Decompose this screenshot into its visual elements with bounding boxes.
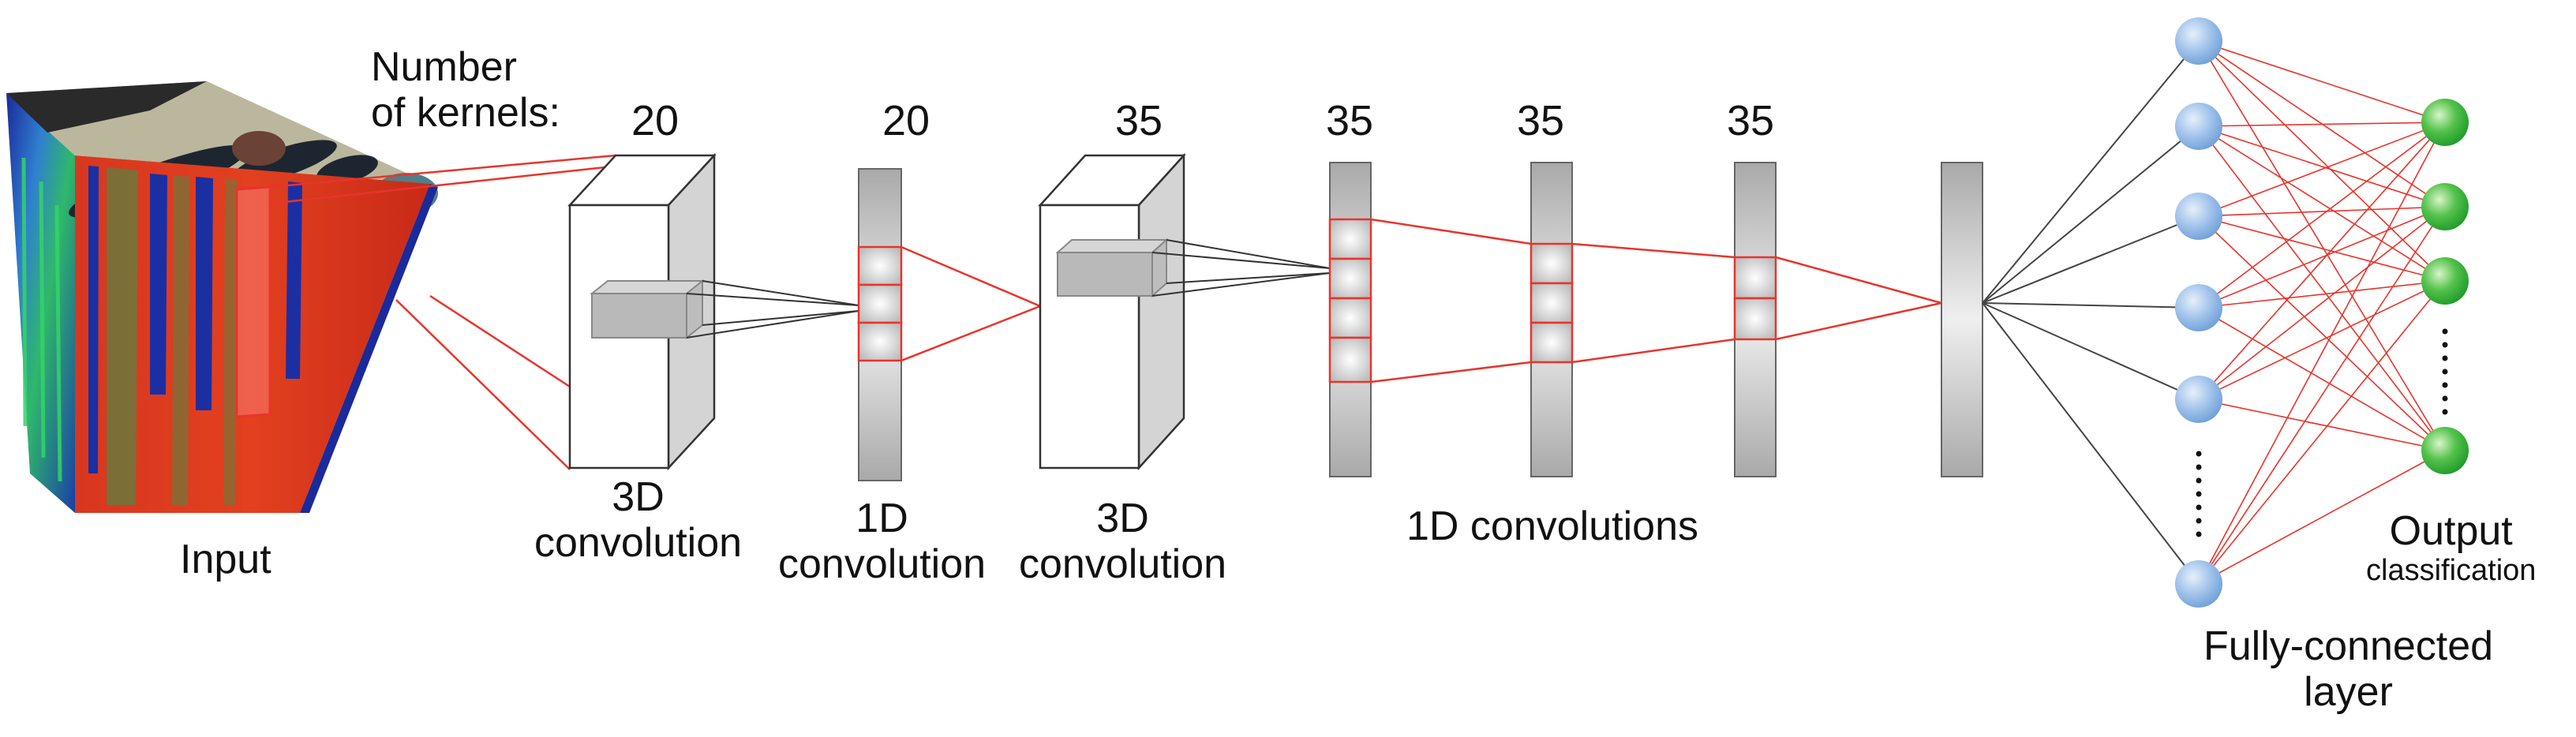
fc-node	[2175, 17, 2222, 65]
cube-top-dark-corner	[6, 81, 207, 133]
cube-top-right-edge	[300, 184, 438, 513]
conv3d-a-to-conv1d-connectors	[686, 280, 859, 339]
output-node	[2421, 99, 2469, 146]
conv3d-b-label-line1: 3D	[1096, 496, 1149, 541]
kernels-label: Number of kernels:	[371, 44, 560, 136]
output-label-line2: classification	[2366, 554, 2537, 588]
fc-node	[2175, 193, 2222, 240]
flatten-layer-bar	[1941, 162, 1983, 477]
output-node	[2421, 427, 2469, 474]
fc-layer-label-line1: Fully-connected	[2203, 623, 2494, 669]
kernel-count-conv1d-2: 35	[1326, 97, 1374, 144]
output-label-line1: Output	[2389, 508, 2513, 554]
input-hyperspectral-cube	[6, 81, 438, 513]
output-node	[2421, 257, 2469, 305]
cube-front-face-bands	[88, 166, 302, 505]
conv1d-bar-2	[1530, 162, 1574, 477]
fc-ellipsis-dots	[2196, 451, 2202, 537]
conv1d-label: 1D convolution	[778, 496, 986, 587]
cube-left-face-stripes	[21, 157, 62, 482]
conv1d-bar-1-to-2-connectors	[1370, 218, 1532, 383]
fc-node	[2175, 103, 2222, 150]
fc-layer-label-line2: layer	[2304, 669, 2393, 716]
conv3d-a-label: 3D convolution	[534, 474, 742, 566]
conv3d-block-b	[1038, 152, 1186, 471]
output-label: Output classification	[2366, 508, 2536, 588]
fc-node	[2175, 284, 2222, 331]
fc-node	[2175, 560, 2222, 608]
fc-node	[2175, 376, 2222, 423]
conv1d-label-line2: convolution	[778, 541, 987, 588]
conv1d-bar-3	[1733, 162, 1777, 477]
output-layer-nodes	[2421, 99, 2469, 474]
conv1d-to-conv3d-b-connectors	[900, 245, 1041, 362]
conv1d-bar-3-to-flatten-connectors	[1775, 256, 1942, 341]
conv1d-group-label: 1D convolutions	[1406, 503, 1698, 549]
flatten-to-fc-connectors	[1982, 40, 2200, 585]
conv3d-b-to-conv1d-connectors	[1151, 239, 1331, 297]
fc-to-output-connectors	[2198, 40, 2446, 585]
input-label: Input	[180, 537, 271, 582]
input-patch-highlight	[235, 185, 271, 418]
fc-layer-nodes	[2175, 17, 2222, 608]
conv3d-a-label-line1: 3D	[612, 474, 665, 520]
kernel-count-conv1d: 20	[882, 97, 930, 144]
conv3d-a-label-line2: convolution	[534, 520, 743, 567]
kernel-count-conv3d-a: 20	[631, 97, 680, 144]
output-ellipsis-dots	[2442, 328, 2448, 415]
conv3d-b-label-line2: convolution	[1019, 541, 1227, 588]
conv1d-label-line1: 1D	[856, 496, 908, 541]
conv1d-bar-2-to-3-connectors	[1571, 242, 1735, 364]
kernels-label-line2: of kernels:	[371, 90, 560, 137]
kernel-count-conv1d-3: 35	[1517, 97, 1565, 144]
output-node	[2421, 183, 2469, 230]
fc-layer-label: Fully-connected layer	[2203, 623, 2493, 715]
conv1d-bar-1	[1328, 162, 1372, 477]
kernel-count-conv3d-b: 35	[1115, 97, 1163, 144]
kernel-count-conv1d-4: 35	[1727, 97, 1775, 144]
kernels-label-line1: Number	[371, 44, 517, 90]
conv1d-layer-bar	[857, 168, 903, 481]
conv3d-b-label: 3D convolution	[1019, 496, 1226, 587]
conv3d-block-a	[567, 152, 717, 471]
